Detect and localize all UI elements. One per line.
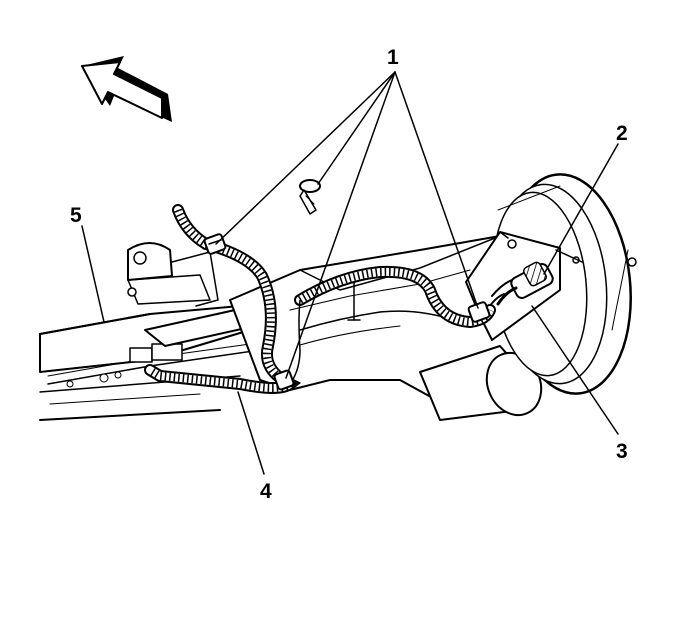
leader-lines <box>81 71 619 475</box>
callout-3: 3 <box>616 440 628 463</box>
callout-4: 4 <box>260 480 272 503</box>
callout-1: 1 <box>387 46 399 69</box>
callout-2: 2 <box>616 122 628 145</box>
brake-cable <box>47 343 261 388</box>
front-direction-arrow-icon <box>81 56 172 122</box>
harness-clip <box>273 369 295 391</box>
brake-drum <box>492 173 637 395</box>
clip-fastener <box>299 179 321 215</box>
wheel-speed-sensor <box>485 261 554 313</box>
callout-5: 5 <box>70 204 82 227</box>
